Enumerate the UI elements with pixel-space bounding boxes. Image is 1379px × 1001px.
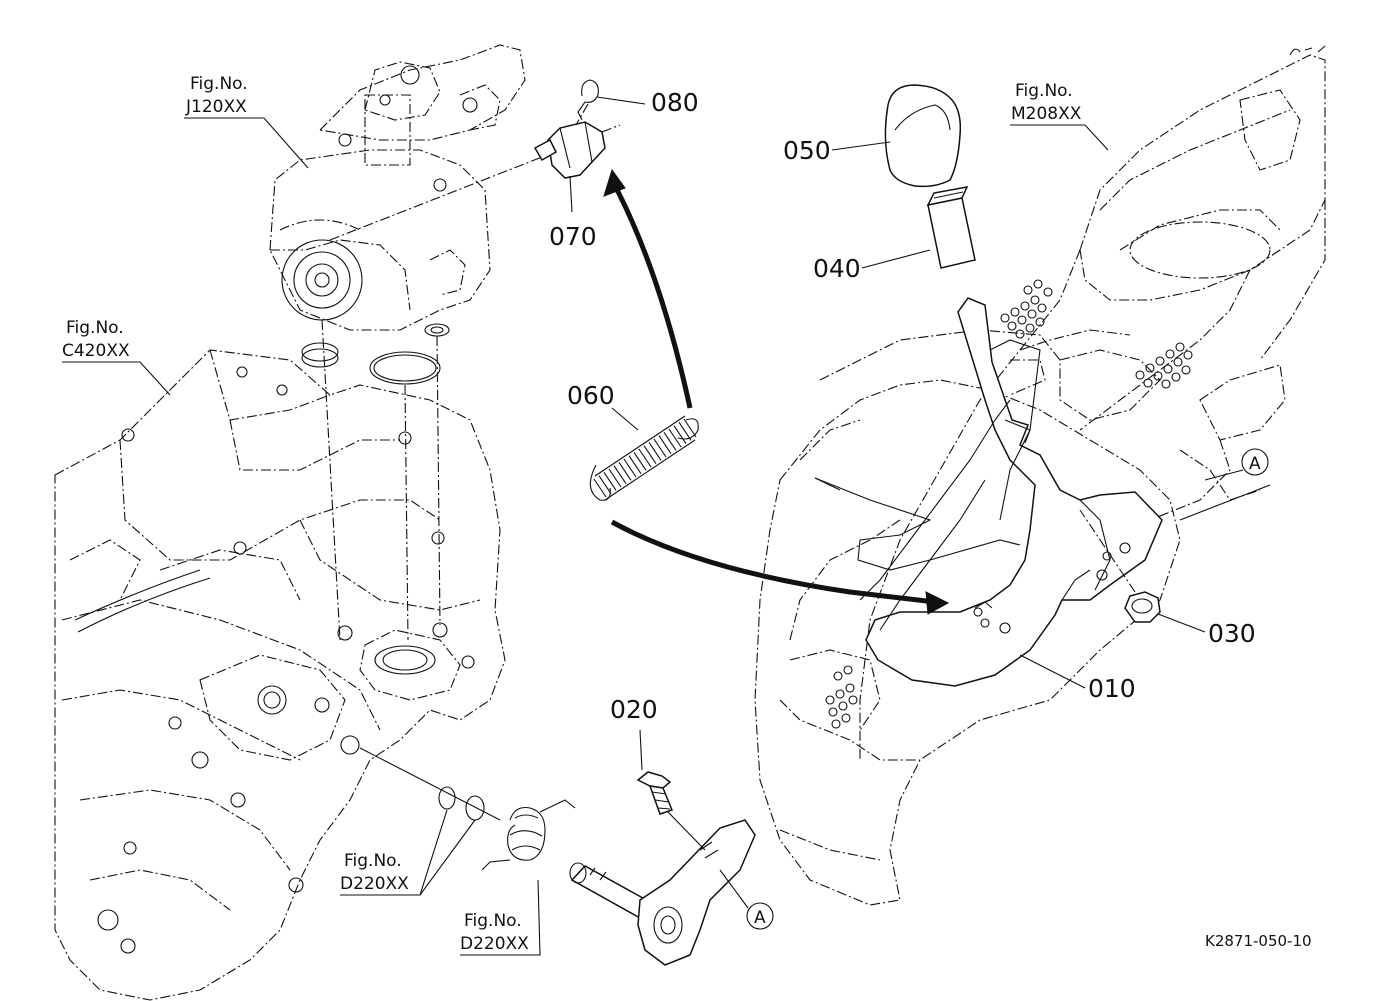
marker-a-circle-bottom [746,902,774,930]
ref-c420-line1: Fig.No. [66,318,124,338]
fender [754,54,1326,906]
leader-lines [62,96,1271,956]
ref-m208-line1: Fig.No. [1015,81,1073,101]
figure-references: Fig.No. J120XX Fig.No. M208XX Fig.No. C4… [62,74,1082,954]
ref-c420-line2: C420XX [62,341,130,361]
reference-markers: A A [746,448,1269,930]
part-010-lever [865,297,1163,687]
seal-rings [301,149,561,641]
part-040-sleeve [926,186,976,269]
drawing-code: K2871-050-10 [1205,932,1312,950]
label-020: 020 [610,695,658,724]
part-labels: 080 050 070 040 060 030 010 020 [549,88,1256,724]
honeycomb-texture [825,279,1193,729]
label-010: 010 [1088,674,1136,703]
hydraulic-valve [269,44,526,331]
label-030: 030 [1208,619,1256,648]
ref-d220b-line1: Fig.No. [464,911,522,931]
part-050-knob [884,84,962,188]
ref-j120-line1: Fig.No. [190,74,248,94]
corner-mark [1289,45,1326,56]
ref-m208-line2: M208XX [1011,104,1082,124]
part-070-arm [533,121,621,179]
label-040: 040 [813,254,861,283]
lower-shaft-assembly [359,747,756,966]
ref-d220b-line2: D220XX [460,934,529,954]
label-050: 050 [783,136,831,165]
label-080: 080 [651,88,699,117]
marker-a-bottom: A [754,908,766,928]
label-070: 070 [549,222,597,251]
ref-d220a-line2: D220XX [340,874,409,894]
part-030-nut [1079,509,1161,623]
part-060-spring [589,415,699,501]
guide-plate [814,339,1041,631]
label-060: 060 [567,381,615,410]
marker-a-right: A [1249,454,1261,474]
marker-a-circle-right [1241,448,1269,476]
part-080-clip [575,79,599,126]
ref-d220a-line1: Fig.No. [344,851,402,871]
transmission-housing [54,349,506,1001]
ref-j120-line2: J120XX [185,97,247,117]
assembly-arrows [603,168,950,615]
